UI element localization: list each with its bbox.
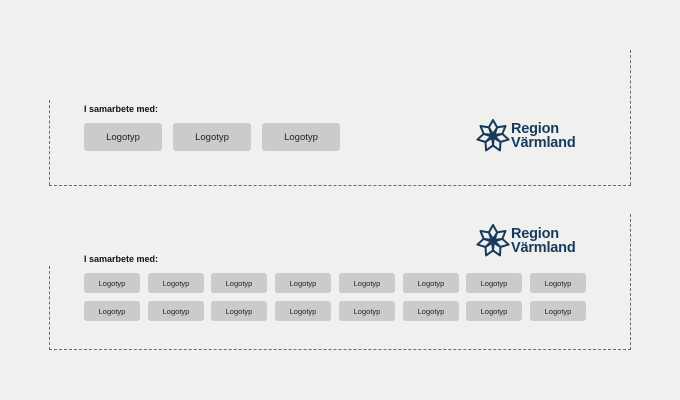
layout-b-logo-placeholder: Logotyp (530, 301, 586, 321)
layout-b-logo-placeholder: Logotyp (275, 301, 331, 321)
brand-wordmark-line2: Värmland (511, 135, 576, 151)
layout-b-logo-placeholder: Logotyp (466, 301, 522, 321)
brand-wordmark-line1: Region (511, 121, 559, 137)
layout-a-region-varmland-logo: Region Värmland (476, 119, 576, 153)
layout-b-logo-placeholder: Logotyp (403, 301, 459, 321)
layout-b-logo-placeholder: Logotyp (275, 273, 331, 293)
region-varmland-flower-icon (476, 119, 510, 153)
layout-a-collab-label: I samarbete med: (84, 104, 159, 114)
layout-a-right-guide (630, 50, 631, 185)
layout-b-logo-placeholder: Logotyp (84, 301, 140, 321)
layout-b-logo-placeholder: Logotyp (530, 273, 586, 293)
layout-b-logo-placeholder: Logotyp (211, 273, 267, 293)
layout-b-logo-placeholder: Logotyp (339, 301, 395, 321)
layout-b-logo-placeholder: Logotyp (148, 301, 204, 321)
layout-b-collab-label: I samarbete med: (84, 254, 159, 264)
region-varmland-flower-icon (476, 224, 510, 258)
layout-a-logo-placeholder-3: Logotyp (262, 123, 340, 151)
brand-wordmark: Region Värmland (511, 121, 576, 151)
layout-b-right-guide (630, 214, 631, 350)
layout-a-logo-placeholder-2: Logotyp (173, 123, 251, 151)
layout-a-left-guide (49, 100, 50, 185)
layout-b-logo-placeholder: Logotyp (466, 273, 522, 293)
brand-wordmark-line2: Värmland (511, 240, 576, 256)
brand-wordmark-line1: Region (511, 226, 559, 242)
layout-b-bottom-guide (49, 349, 631, 350)
layout-b-region-varmland-logo: Region Värmland (476, 224, 576, 258)
brand-wordmark: Region Värmland (511, 226, 576, 256)
layout-b-left-guide (49, 266, 50, 350)
layout-b-logo-placeholder: Logotyp (84, 273, 140, 293)
layout-b-logo-placeholder: Logotyp (339, 273, 395, 293)
layout-b-logo-placeholder: Logotyp (403, 273, 459, 293)
layout-a-bottom-guide (49, 185, 631, 186)
layout-b-logo-placeholder: Logotyp (148, 273, 204, 293)
layout-a-logo-placeholder-1: Logotyp (84, 123, 162, 151)
layout-b-logo-placeholder: Logotyp (211, 301, 267, 321)
